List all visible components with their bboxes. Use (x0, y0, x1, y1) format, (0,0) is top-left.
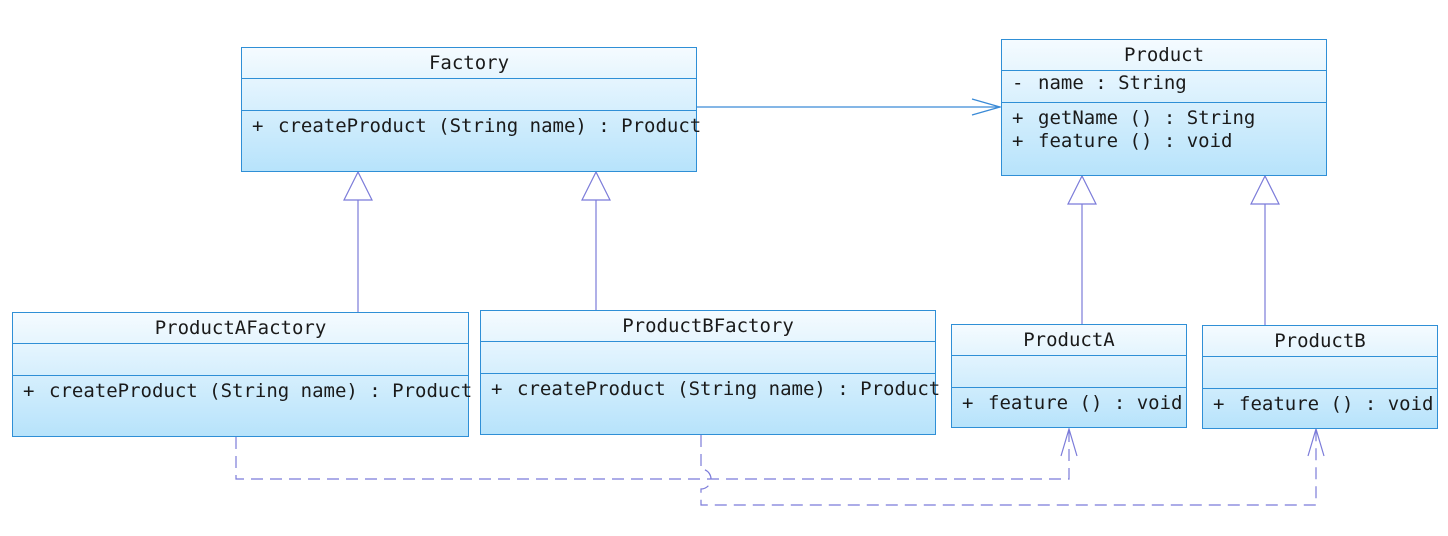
class-operations: + createProduct (String name) : Product (481, 374, 940, 405)
operation-signature: getName () : String (1038, 107, 1256, 129)
class-operations: + feature () : void (952, 388, 1186, 419)
dependency-line-product-b-factory (700, 430, 1317, 506)
generalization-arrowhead-product-a (1067, 174, 1097, 205)
operation-signature: feature () : void (988, 392, 1183, 414)
operation-row: + getName () : String (1012, 107, 1316, 130)
operation-signature: feature () : void (1038, 130, 1233, 152)
class-product-a[interactable]: ProductA + feature () : void (951, 324, 1187, 428)
class-name: Factory (242, 48, 696, 79)
attribute-row: -name : String (1012, 72, 1316, 95)
class-attributes (1203, 357, 1437, 389)
dependency-arrowhead-product-a (1060, 426, 1078, 457)
class-factory[interactable]: Factory + createProduct (String name) : P… (241, 47, 701, 172)
class-operations: + createProduct (String name) : Product (242, 111, 701, 142)
operation-signature: createProduct (String name) : Product (517, 378, 941, 400)
class-name: ProductAFactory (13, 313, 468, 344)
visibility-marker: + (491, 378, 503, 400)
generalization-arrowhead-product-a-factory (343, 170, 373, 201)
class-operations: + feature () : void (1203, 389, 1437, 420)
dependency-line-product-a-factory (235, 430, 1070, 480)
attribute-signature: name : String (1038, 72, 1187, 94)
class-operations: + getName () : String + feature () : void (1002, 103, 1326, 157)
class-attributes (242, 79, 696, 111)
class-product-b[interactable]: ProductB + feature () : void (1202, 325, 1438, 429)
operation-signature: createProduct (String name) : Product (49, 380, 473, 402)
class-product[interactable]: Product -name : String + getName () : Str… (1001, 39, 1327, 176)
operation-row: + createProduct (String name) : Product (491, 378, 940, 401)
operation-signature: createProduct (String name) : Product (278, 115, 702, 137)
generalization-arrowhead-product-b (1250, 174, 1280, 205)
class-name: Product (1002, 40, 1326, 71)
class-product-a-factory[interactable]: ProductAFactory + createProduct (String n… (12, 312, 472, 437)
generalization-arrowhead-product-b-factory (581, 170, 611, 201)
visibility-marker: + (962, 392, 974, 414)
visibility-marker: + (1012, 107, 1024, 129)
class-name: ProductBFactory (481, 311, 935, 342)
operation-row: + feature () : void (1213, 393, 1433, 416)
operation-row: + feature () : void (1012, 130, 1316, 153)
class-name: ProductA (952, 325, 1186, 356)
association-arrowhead (971, 98, 1003, 116)
visibility-marker: + (1012, 130, 1024, 152)
operation-signature: feature () : void (1239, 393, 1434, 415)
class-attributes (952, 356, 1186, 388)
visibility-marker: + (252, 115, 264, 137)
operation-row: + createProduct (String name) : Product (23, 380, 472, 403)
class-product-b-factory[interactable]: ProductBFactory + createProduct (String n… (480, 310, 940, 435)
operation-row: + feature () : void (962, 392, 1182, 415)
dependency-arrowhead-product-b (1307, 426, 1325, 457)
visibility-marker: + (1213, 393, 1225, 415)
operation-row: + createProduct (String name) : Product (252, 115, 701, 138)
class-name: ProductB (1203, 326, 1437, 357)
class-attributes: -name : String (1002, 71, 1326, 103)
class-attributes (481, 342, 935, 374)
visibility-marker: - (1012, 72, 1024, 94)
class-attributes (13, 344, 468, 376)
class-operations: + createProduct (String name) : Product (13, 376, 472, 407)
visibility-marker: + (23, 380, 35, 402)
